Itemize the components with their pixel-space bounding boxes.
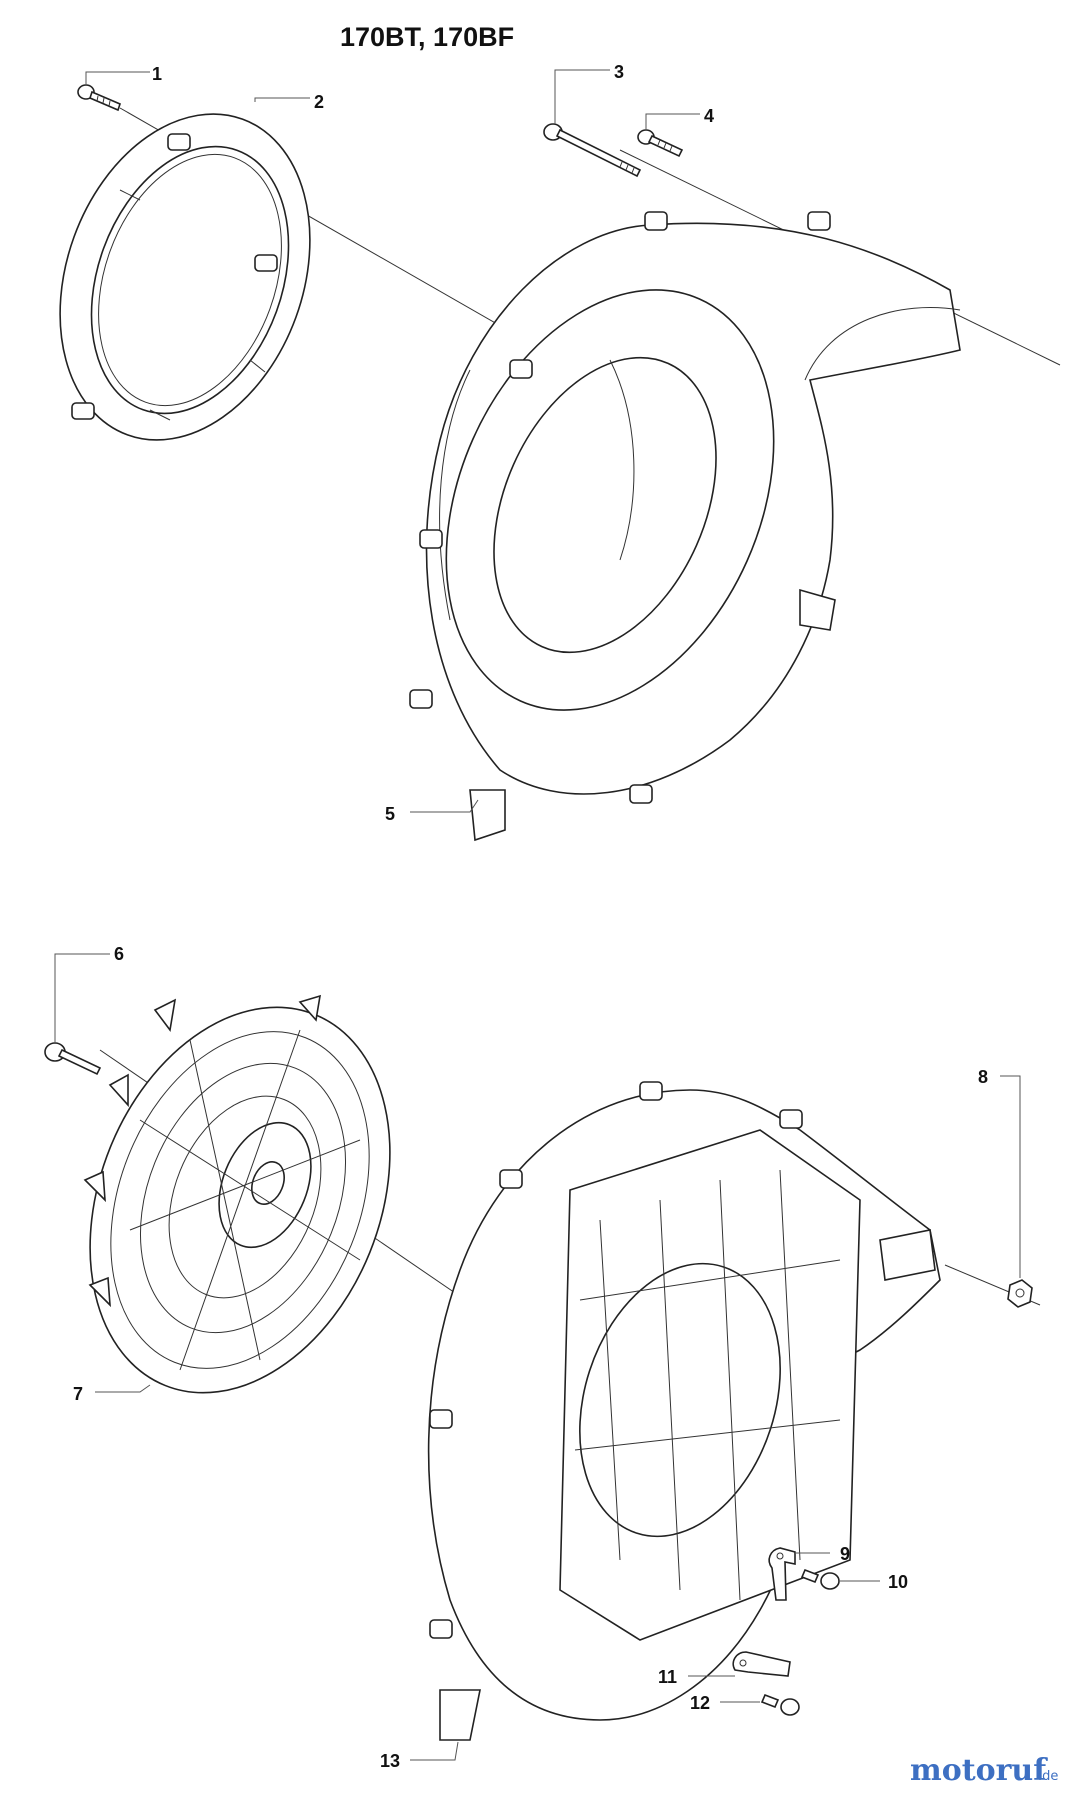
callout-4: 4 xyxy=(704,106,714,126)
callout-6: 6 xyxy=(114,944,124,964)
part-4-screw xyxy=(637,129,684,158)
part-5-upper-housing xyxy=(409,211,961,842)
callout-2: 2 xyxy=(314,92,324,112)
leader-1 xyxy=(85,71,150,85)
part-13-lower-housing xyxy=(427,1081,941,1741)
part-9-clip xyxy=(768,1547,796,1601)
watermark-text: motoruf xyxy=(910,1753,1048,1788)
callout-8: 8 xyxy=(978,1067,988,1087)
leader-5 xyxy=(410,799,479,813)
part-2-ring xyxy=(59,113,311,441)
callout-5: 5 xyxy=(385,804,395,824)
leader-7 xyxy=(95,1384,151,1393)
diagram-title: 170BT, 170BF xyxy=(340,22,514,52)
part-7-fan-impeller xyxy=(83,994,391,1394)
leader-4 xyxy=(645,113,700,130)
part-12-screw xyxy=(760,1693,800,1716)
leader-2 xyxy=(254,97,310,102)
part-10-screw xyxy=(800,1568,840,1590)
part-6-bolt xyxy=(44,1042,102,1076)
part-1-screw xyxy=(77,84,121,112)
callout-3: 3 xyxy=(614,62,624,82)
callout-13: 13 xyxy=(380,1751,400,1771)
watermark-logo: motoruf .de xyxy=(910,1753,1058,1788)
callout-7: 7 xyxy=(73,1384,83,1404)
part-3-long-bolt xyxy=(543,123,642,178)
leader-8 xyxy=(1000,1075,1021,1278)
callout-1: 1 xyxy=(152,64,162,84)
part-8-nut xyxy=(1007,1279,1033,1308)
part-11-clip xyxy=(732,1651,791,1677)
callout-9: 9 xyxy=(840,1544,850,1564)
leader-6 xyxy=(54,953,110,1043)
watermark-suffix: .de xyxy=(1038,1769,1058,1784)
leader-13 xyxy=(410,1741,459,1761)
callout-12: 12 xyxy=(690,1693,710,1713)
callout-11: 11 xyxy=(658,1667,677,1687)
callout-10: 10 xyxy=(888,1572,908,1592)
leader-3 xyxy=(554,69,610,124)
